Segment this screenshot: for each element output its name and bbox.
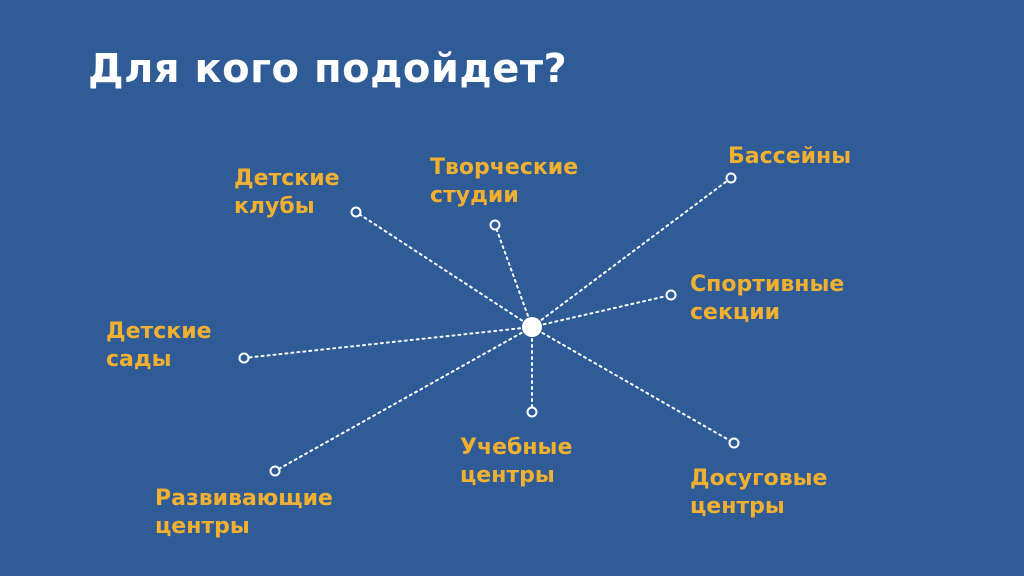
node-learning-centers	[526, 406, 538, 418]
connector-kindergartens	[243, 326, 533, 359]
page-title: Для кого подойдет?	[88, 46, 568, 92]
connector-development-centers	[274, 326, 533, 472]
connector-children-clubs	[355, 211, 533, 328]
center-hub	[522, 317, 542, 337]
node-creative-studios	[489, 219, 501, 231]
connector-creative-studios	[494, 224, 533, 328]
node-sports-sections	[665, 289, 677, 301]
node-children-clubs	[350, 206, 362, 218]
connector-sports-sections	[531, 294, 672, 328]
node-kindergartens	[238, 352, 250, 364]
connector-leisure-centers	[531, 326, 735, 444]
node-pools	[725, 172, 737, 184]
node-development-centers	[269, 465, 281, 477]
connector-pools	[531, 177, 732, 328]
label-pools: Бассейны	[728, 144, 852, 169]
node-leisure-centers	[728, 437, 740, 449]
